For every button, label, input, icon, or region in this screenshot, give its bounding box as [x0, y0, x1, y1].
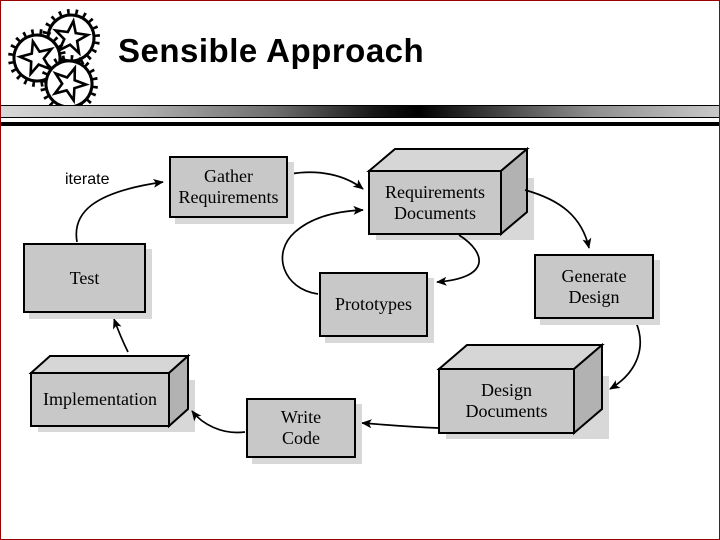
- edge-req-docs-to-generate-design: [524, 189, 592, 249]
- node-label: Design: [568, 286, 620, 307]
- node-label: Implementation: [43, 389, 157, 409]
- node-design-docs-cuboid: [436, 342, 605, 436]
- node-gather-requirements: Gather Requirements: [169, 156, 288, 218]
- node-implementation-cuboid: [28, 353, 191, 429]
- node-label: Requirements: [385, 181, 485, 202]
- node-req-docs-cuboid: [366, 146, 530, 237]
- node-design-documents: Design Documents: [439, 369, 574, 433]
- node-label: Generate: [561, 265, 627, 286]
- node-generate-design: Generate Design: [534, 254, 654, 319]
- edge-prototypes-to-req-docs: [281, 205, 364, 295]
- node-implementation: Implementation: [31, 373, 169, 426]
- node-test: Test: [23, 243, 146, 313]
- node-label: Code: [282, 428, 320, 448]
- node-label: Design: [481, 380, 532, 400]
- page-title: Sensible Approach: [118, 32, 425, 69]
- node-label: Gather: [204, 166, 253, 186]
- node-label: Write: [280, 407, 322, 427]
- edge-req-docs-to-prototypes: [436, 234, 480, 286]
- node-write-code: Write Code: [246, 398, 356, 458]
- node-label: Test: [69, 267, 100, 288]
- node-label: Prototypes: [334, 294, 412, 314]
- title-rule-line: [1, 122, 719, 126]
- node-requirements-documents: Requirements Documents: [369, 171, 501, 234]
- title-rule-gradient: [1, 105, 719, 118]
- edge-implementation-to-test: [113, 318, 129, 353]
- node-label: Documents: [465, 401, 548, 421]
- iterate-edge-label: iterate: [65, 171, 110, 188]
- edge-generate-design-to-design-docs: [609, 319, 642, 390]
- edge-write-code-to-implementation: [191, 410, 246, 434]
- node-prototypes: Prototypes: [319, 272, 428, 337]
- node-label: Requirements: [178, 187, 279, 207]
- edge-test-to-gather: [75, 178, 164, 243]
- edge-design-docs-to-write-code: [361, 419, 439, 429]
- edge-gather-to-req-docs: [289, 171, 364, 190]
- node-label: Documents: [394, 202, 476, 223]
